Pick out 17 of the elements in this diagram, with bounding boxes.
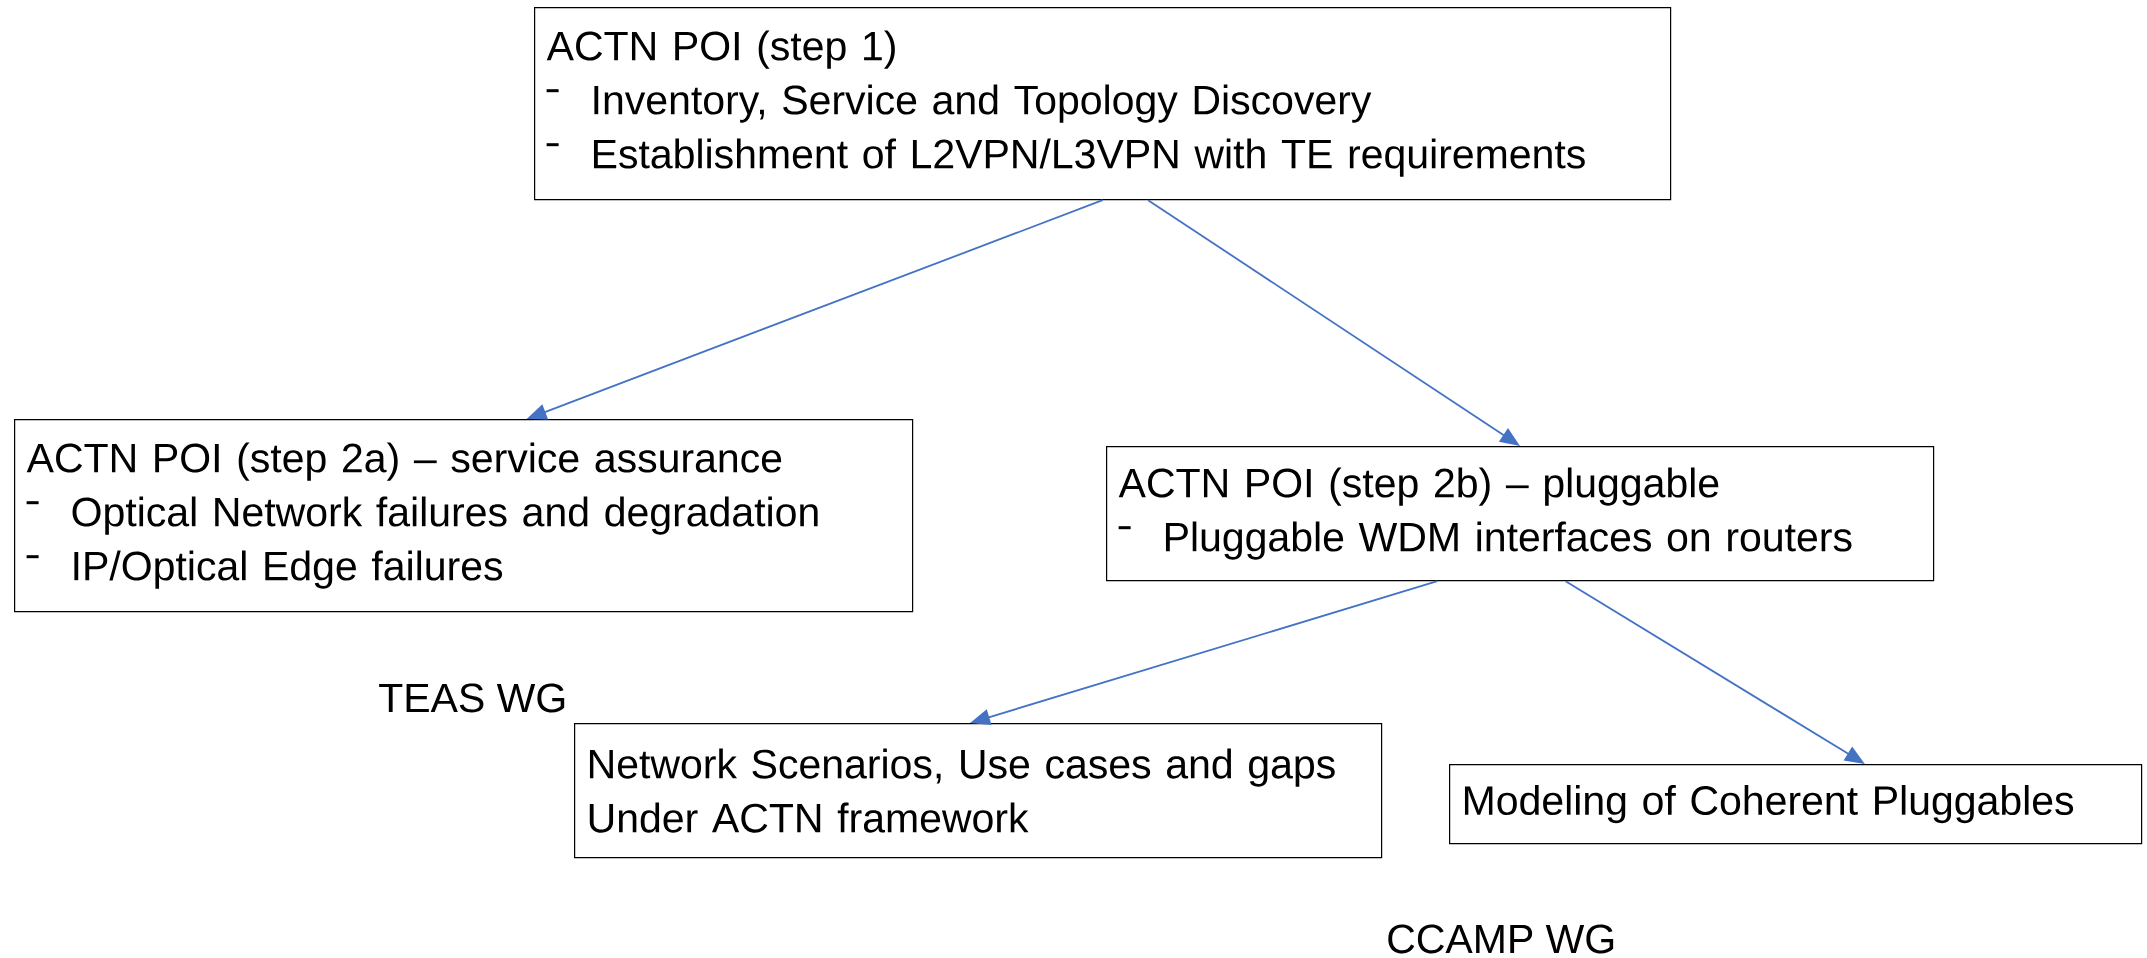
- box-heading: Network Scenarios, Use cases and gaps Under ACTN framework: [589, 748, 1335, 833]
- bullet-text: Inventory, Service and Topology Discovery: [594, 84, 1372, 123]
- bullet-text: Optical Network failures and degradation: [72, 496, 818, 535]
- box-heading: ACTN POI (step 1): [546, 30, 895, 69]
- group-label: TEAS WG: [379, 683, 565, 713]
- bullet-text: Establishment of L2VPN/L3VPN with TE requirements: [593, 138, 1585, 177]
- text-box: [574, 723, 1383, 859]
- group-label: CCAMP WG: [1388, 924, 1614, 954]
- text-box: [1449, 764, 2143, 845]
- bullet-text: Pluggable WDM interfaces on routers: [1165, 521, 1852, 560]
- bullet-text: IP/Optical Edge failures: [74, 550, 503, 589]
- text-box: [14, 419, 914, 613]
- box-heading: Modeling of Coherent Pluggables: [1464, 785, 2074, 824]
- text-box: [1106, 446, 1935, 582]
- text-box: [534, 7, 1672, 201]
- box-heading: ACTN POI (step 2b) – pluggable: [1118, 467, 1719, 506]
- box-heading: ACTN POI (step 2a) – service assurance: [26, 442, 782, 481]
